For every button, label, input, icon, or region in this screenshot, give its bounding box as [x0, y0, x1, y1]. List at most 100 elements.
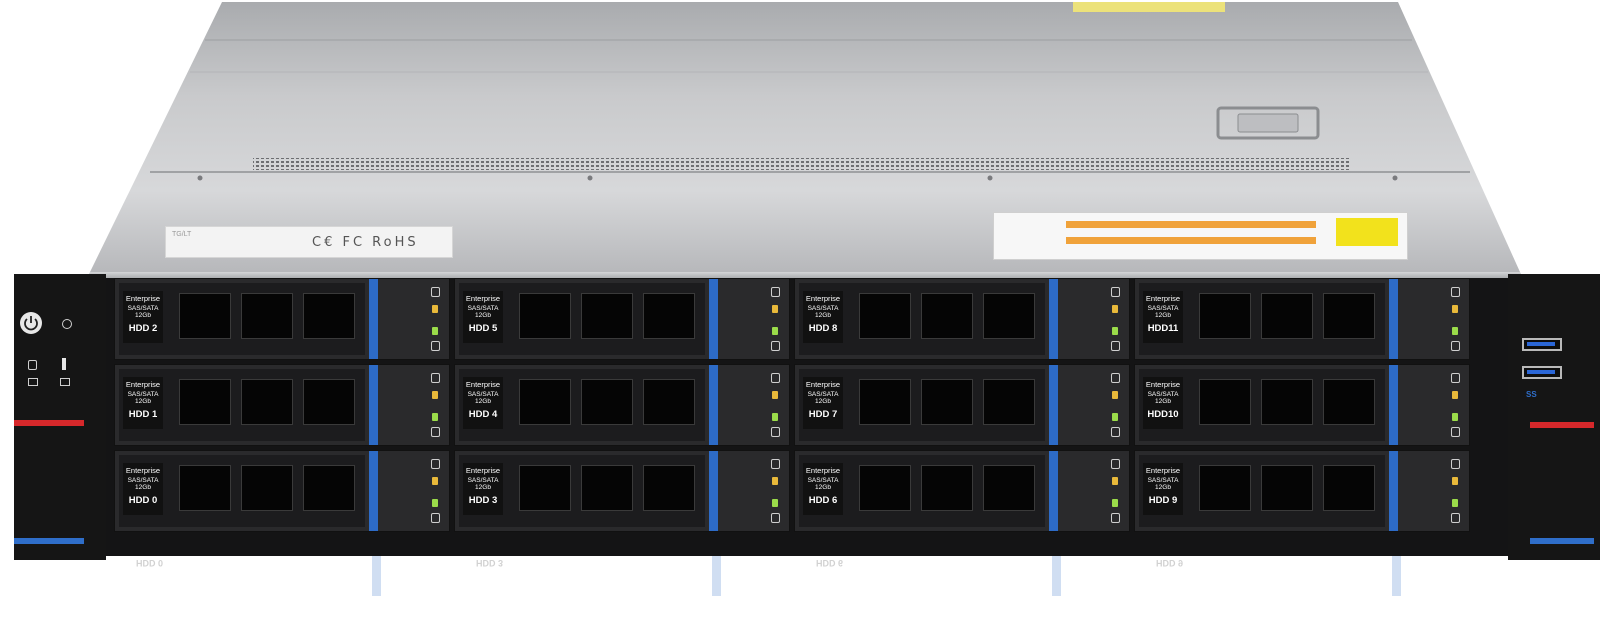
drive-slot-label: HDD 9 [1148, 494, 1178, 506]
power-led [432, 499, 438, 507]
drive-release-latch[interactable] [1049, 451, 1058, 531]
drive-release-latch[interactable] [1389, 451, 1398, 531]
drive-slot-label: HDD10 [1147, 408, 1179, 420]
drive-release-latch[interactable] [1389, 279, 1398, 359]
drive-status-icon [1111, 287, 1120, 297]
red-accent-stripe [14, 420, 84, 426]
drive-type-text: Enterprise [1145, 466, 1181, 475]
drive-type-text: Enterprise [1145, 294, 1181, 303]
drive-status-icon [431, 287, 440, 297]
activity-led [1112, 305, 1118, 313]
drive-release-latch[interactable] [369, 451, 378, 531]
usb-port[interactable] [1522, 338, 1562, 351]
drive-type-text: Enterprise [805, 294, 841, 303]
drive-type-text: Enterprise [1145, 380, 1181, 389]
power-led [432, 327, 438, 335]
drive-release-latch[interactable] [1049, 279, 1058, 359]
drive-lock-icon [431, 341, 440, 351]
red-accent-stripe [1530, 422, 1594, 428]
right-rack-ear: SS [1508, 274, 1600, 560]
drive-vent [1199, 379, 1251, 425]
drive-vent [859, 293, 911, 339]
power-led [1112, 499, 1118, 507]
activity-led [1452, 477, 1458, 485]
activity-led [772, 477, 778, 485]
drive-interface-text: SAS/SATA [1147, 390, 1179, 398]
reflected-slot-label: HDD 6 [816, 558, 844, 568]
drive-vent [1199, 465, 1251, 511]
drive-release-latch[interactable] [369, 365, 378, 445]
drive-release-latch[interactable] [709, 365, 718, 445]
drive-lock-icon [431, 427, 440, 437]
drive-speed-text: 12Gb [135, 397, 151, 405]
drive-vent [643, 293, 695, 339]
drive-vent [303, 293, 355, 339]
drive-speed-text: 12Gb [1155, 397, 1171, 405]
power-button[interactable] [20, 312, 42, 334]
drive-interface-text: SAS/SATA [1147, 476, 1179, 484]
drive-slot-label: HDD 5 [468, 322, 498, 334]
drive-vent [179, 293, 231, 339]
drive-type-text: Enterprise [125, 294, 161, 303]
drive-vent [303, 379, 355, 425]
drive-release-latch[interactable] [1389, 365, 1398, 445]
drive-speed-text: 12Gb [135, 483, 151, 491]
drive-vent [519, 293, 571, 339]
drive-lock-icon [1451, 427, 1460, 437]
drive-speed-text: 12Gb [135, 311, 151, 319]
drive-release-latch[interactable] [1049, 365, 1058, 445]
network-icon [28, 378, 38, 386]
drive-status-icon [771, 459, 780, 469]
reflected-latch [712, 556, 721, 596]
power-led [772, 327, 778, 335]
drive-interface-text: SAS/SATA [1147, 304, 1179, 312]
drive-lock-icon [1451, 341, 1460, 351]
drive-vent [921, 379, 973, 425]
network-icon [60, 378, 70, 386]
drive-vent [581, 465, 633, 511]
reflected-slot-label: HDD 0 [136, 558, 164, 568]
reflected-latch [372, 556, 381, 596]
power-led [1452, 327, 1458, 335]
usb-port[interactable] [1522, 366, 1562, 379]
drive-release-latch[interactable] [709, 279, 718, 359]
drive-release-latch[interactable] [369, 279, 378, 359]
drive-vent [519, 465, 571, 511]
activity-led [1452, 391, 1458, 399]
drive-vent [519, 379, 571, 425]
drive-interface-text: SAS/SATA [807, 390, 839, 398]
drive-vent [1199, 293, 1251, 339]
drive-vent [983, 379, 1035, 425]
drive-vent [643, 379, 695, 425]
drive-vent [983, 465, 1035, 511]
hdd-status-icon [28, 360, 37, 370]
drive-status-icon [1111, 373, 1120, 383]
activity-led [432, 391, 438, 399]
drive-release-latch[interactable] [709, 451, 718, 531]
id-button[interactable] [62, 319, 72, 329]
drive-interface-text: SAS/SATA [467, 304, 499, 312]
drive-vent [581, 379, 633, 425]
reflected-latch [1392, 556, 1401, 596]
drive-status-icon [431, 459, 440, 469]
